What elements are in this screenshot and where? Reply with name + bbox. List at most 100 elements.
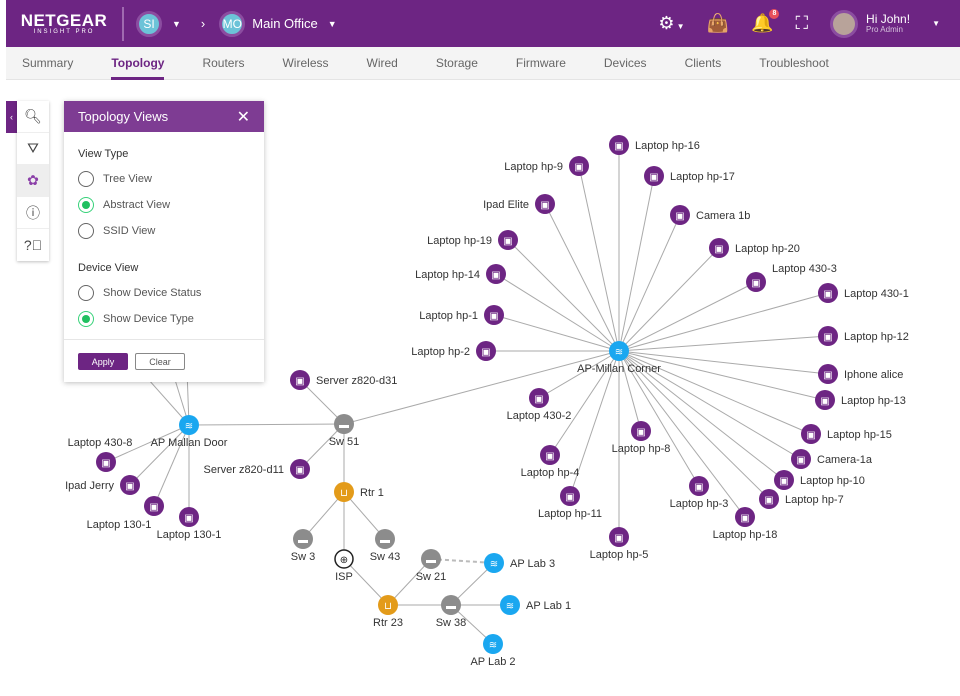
filter-icon[interactable]: ⛛ — [17, 133, 49, 165]
org-dropdown-chevron-icon[interactable]: ▼ — [172, 18, 181, 29]
node-ap[interactable]: ≋ — [483, 634, 503, 654]
client-glyph-icon: ▣ — [751, 278, 760, 289]
node-switch[interactable]: ▬ — [375, 529, 395, 549]
help-icon[interactable]: ?⃝ — [23, 237, 43, 253]
view-type-label: View Type — [78, 148, 129, 160]
node-client[interactable]: ▣ — [774, 470, 794, 490]
node-ap[interactable]: ≋ — [484, 553, 504, 573]
node-client[interactable]: ▣ — [609, 135, 629, 155]
node-isp[interactable]: ⊕ — [334, 549, 354, 569]
node-client[interactable]: ▣ — [818, 283, 838, 303]
gear-icon[interactable]: ⚙ ▼ — [658, 13, 685, 33]
radio-circle[interactable] — [78, 285, 94, 301]
radio-tree-view[interactable]: Tree View — [78, 166, 264, 192]
radio-show-device-status[interactable]: Show Device Status — [78, 280, 264, 306]
shopping-bag-icon[interactable]: 👜 — [706, 13, 730, 33]
topology-link — [188, 423, 345, 426]
user-menu[interactable]: Hi John!Pro Admin ▼ — [830, 9, 940, 38]
tab-wired[interactable]: Wired — [366, 56, 398, 70]
tab-summary[interactable]: Summary — [22, 56, 74, 70]
topology-views-icon[interactable]: ✿ — [17, 165, 49, 197]
node-client[interactable]: ▣ — [631, 421, 651, 441]
node-client[interactable]: ▣ — [290, 459, 310, 479]
node-client[interactable]: ▣ — [609, 527, 629, 547]
router-icon — [334, 482, 354, 502]
location-avatar[interactable]: MO — [219, 10, 246, 37]
radio-abstract-view[interactable]: Abstract View — [78, 192, 264, 218]
collapse-toolbar-button[interactable]: ‹ — [6, 101, 17, 133]
radio-circle[interactable] — [78, 197, 94, 213]
radio-show-device-type[interactable]: Show Device Type — [78, 306, 264, 332]
tab-topology[interactable]: Topology — [97, 47, 178, 80]
tab-troubleshoot[interactable]: Troubleshoot — [759, 56, 829, 70]
node-router[interactable]: ⊔ — [378, 595, 398, 615]
node-client[interactable]: ▣ — [144, 496, 164, 516]
node-client[interactable]: ▣ — [120, 475, 140, 495]
tab-storage[interactable]: Storage — [435, 56, 478, 70]
node-ap[interactable]: ≋ — [500, 595, 520, 615]
node-client[interactable]: ▣ — [818, 326, 838, 346]
node-client[interactable]: ▣ — [801, 424, 821, 444]
ap-icon — [483, 634, 503, 654]
org-avatar[interactable]: SI — [136, 10, 162, 37]
switch-icon — [421, 549, 441, 569]
node-client[interactable]: ▣ — [670, 205, 690, 225]
tab-devices[interactable]: Devices — [603, 56, 647, 70]
node-switch[interactable]: ▬ — [441, 595, 461, 615]
node-client[interactable]: ▣ — [560, 486, 580, 506]
node-ap[interactable]: ≋ — [179, 415, 199, 435]
radio-circle[interactable] — [78, 311, 94, 327]
tab-firmware[interactable]: Firmware — [515, 56, 566, 70]
radio-circle[interactable] — [78, 171, 94, 187]
node-client[interactable]: ▣ — [815, 390, 835, 410]
node-switch[interactable]: ▬ — [334, 414, 354, 434]
node-client[interactable]: ▣ — [818, 364, 838, 384]
chevron-down-icon[interactable]: ▼ — [932, 19, 940, 28]
node-client[interactable]: ▣ — [179, 507, 199, 527]
close-icon[interactable]: ✕ — [236, 108, 250, 126]
apply-button[interactable]: Apply — [78, 353, 128, 370]
node-client[interactable]: ▣ — [569, 156, 589, 176]
node-label: Laptop hp-3 — [670, 498, 729, 510]
location-dropdown-chevron-icon[interactable]: ▼ — [327, 18, 337, 29]
node-client[interactable]: ▣ — [486, 264, 506, 284]
node-label: Laptop hp-4 — [521, 467, 580, 479]
node-router[interactable]: ⊔ — [334, 482, 354, 502]
node-client[interactable]: ▣ — [689, 476, 709, 496]
globe-icon — [334, 549, 354, 569]
node-client[interactable]: ▣ — [709, 238, 729, 258]
node-client[interactable]: ▣ — [540, 445, 560, 465]
location-name[interactable]: Main Office — [252, 16, 318, 31]
node-client[interactable]: ▣ — [529, 388, 549, 408]
node-client[interactable]: ▣ — [535, 194, 555, 214]
node-client[interactable]: ▣ — [791, 449, 811, 469]
switch-icon — [293, 529, 313, 549]
search-icon[interactable]: 🔍︎ — [17, 101, 49, 133]
client-glyph-icon: ▣ — [125, 481, 134, 492]
clear-button[interactable]: Clear — [135, 353, 185, 370]
tab-clients[interactable]: Clients — [684, 56, 722, 70]
node-client[interactable]: ▣ — [644, 166, 664, 186]
node-client[interactable]: ▣ — [759, 489, 779, 509]
radio-ssid-view[interactable]: SSID View — [78, 218, 264, 244]
node-ap[interactable]: ≋ — [609, 341, 629, 361]
node-client[interactable]: ▣ — [290, 370, 310, 390]
node-client[interactable]: ▣ — [484, 305, 504, 325]
node-client[interactable]: ▣ — [746, 272, 766, 292]
breadcrumb-chevron-icon: › — [200, 16, 206, 31]
tab-routers[interactable]: Routers — [202, 56, 245, 70]
fullscreen-icon[interactable]: ⛶ — [795, 13, 809, 33]
info-icon[interactable]: ⓘ — [17, 197, 49, 229]
node-client[interactable]: ▣ — [96, 452, 116, 472]
node-switch[interactable]: ▬ — [293, 529, 313, 549]
node-client[interactable]: ▣ — [476, 341, 496, 361]
radio-circle[interactable] — [78, 223, 94, 239]
tab-wireless[interactable]: Wireless — [282, 56, 329, 70]
node-client[interactable]: ▣ — [498, 230, 518, 250]
bell-icon[interactable]: 🔔8 — [751, 9, 780, 34]
radio-label: SSID View — [103, 225, 156, 237]
node-switch[interactable]: ▬ — [421, 549, 441, 569]
node-client[interactable]: ▣ — [735, 507, 755, 527]
